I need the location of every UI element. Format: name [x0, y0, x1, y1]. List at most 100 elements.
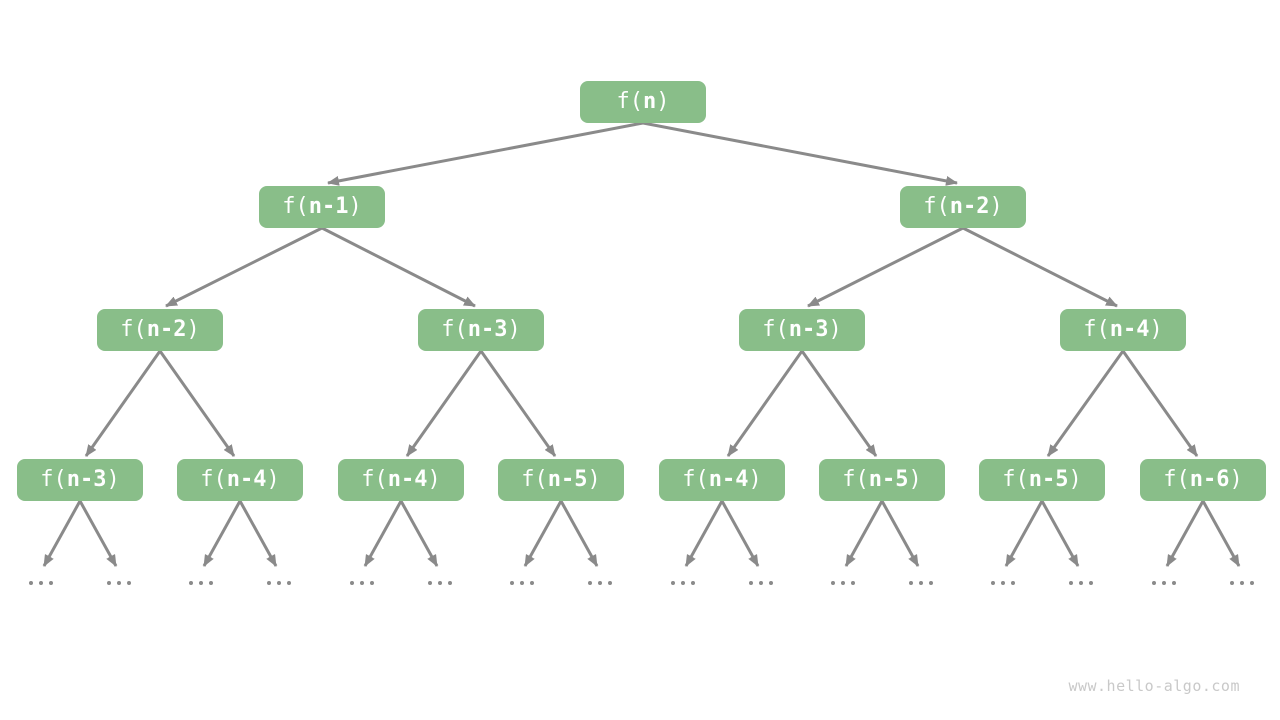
- tree-node: f(n-1): [259, 186, 385, 228]
- tree-node: f(n-2): [900, 186, 1026, 228]
- node-label-prefix: f(: [521, 467, 548, 492]
- ellipsis-node: [107, 581, 131, 585]
- edge-arrow: [1004, 500, 1044, 567]
- ellipsis-node: [1230, 581, 1254, 585]
- node-label-suffix: ): [507, 317, 521, 342]
- node-label-prefix: f(: [441, 317, 468, 342]
- ellipsis-dot: [831, 581, 835, 585]
- ellipsis-node: [1069, 581, 1093, 585]
- ellipsis-node: [991, 581, 1015, 585]
- node-label-suffix: ): [1068, 467, 1082, 492]
- ellipsis-dot: [277, 581, 281, 585]
- node-label-prefix: f(: [842, 467, 869, 492]
- ellipsis-node: [831, 581, 855, 585]
- ellipsis-dot: [510, 581, 514, 585]
- ellipsis-dot: [769, 581, 773, 585]
- node-label-arg: n-4: [226, 467, 267, 492]
- node-label-arg: n-4: [1109, 317, 1150, 342]
- node-label-arg: n: [643, 89, 657, 114]
- tree-node: f(n-3): [17, 459, 143, 501]
- node-label-prefix: f(: [616, 89, 644, 114]
- node-label-arg: n-2: [146, 317, 187, 342]
- ellipsis-dot: [49, 581, 53, 585]
- ellipsis-dot: [598, 581, 602, 585]
- edge-arrow: [1165, 500, 1205, 567]
- edge-arrow: [642, 121, 958, 186]
- edge-arrow: [559, 500, 599, 567]
- ellipsis-dot: [448, 581, 452, 585]
- ellipsis-node: [588, 581, 612, 585]
- ellipsis-dot: [1152, 581, 1156, 585]
- node-label-suffix: ): [427, 467, 441, 492]
- edge-arrow: [800, 350, 878, 457]
- edge-arrow: [962, 226, 1118, 308]
- ellipsis-node: [671, 581, 695, 585]
- watermark: www.hello-algo.com: [1068, 677, 1240, 695]
- ellipsis-dot: [1230, 581, 1234, 585]
- node-label-arg: n-5: [547, 467, 588, 492]
- ellipsis-dot: [588, 581, 592, 585]
- edge-arrow: [158, 350, 236, 457]
- ellipsis-dot: [1011, 581, 1015, 585]
- ellipsis-node: [428, 581, 452, 585]
- ellipsis-dot: [370, 581, 374, 585]
- edge-arrow: [363, 500, 403, 567]
- edge-arrow: [880, 500, 920, 567]
- ellipsis-dot: [189, 581, 193, 585]
- edge-arrow: [1040, 500, 1080, 567]
- node-label-prefix: f(: [361, 467, 388, 492]
- ellipsis-node: [1152, 581, 1176, 585]
- ellipsis-dot: [1069, 581, 1073, 585]
- node-label-suffix: ): [587, 467, 601, 492]
- ellipsis-dot: [851, 581, 855, 585]
- tree-node: f(n-5): [979, 459, 1105, 501]
- ellipsis-dot: [117, 581, 121, 585]
- node-label-arg: n-5: [868, 467, 909, 492]
- ellipsis-dot: [749, 581, 753, 585]
- ellipsis-dot: [1162, 581, 1166, 585]
- ellipsis-dot: [428, 581, 432, 585]
- tree-node: f(n-6): [1140, 459, 1266, 501]
- ellipsis-dot: [1089, 581, 1093, 585]
- node-label-arg: n-3: [66, 467, 107, 492]
- ellipsis-dot: [199, 581, 203, 585]
- tree-node: f(n-5): [498, 459, 624, 501]
- ellipsis-node: [350, 581, 374, 585]
- ellipsis-node: [909, 581, 933, 585]
- ellipsis-dot: [1250, 581, 1254, 585]
- tree-node: f(n-2): [97, 309, 223, 351]
- edge-arrow: [479, 350, 557, 457]
- ellipsis-node: [29, 581, 53, 585]
- ellipsis-dot: [267, 581, 271, 585]
- edge-arrow: [844, 500, 884, 567]
- node-label-arg: n-6: [1189, 467, 1230, 492]
- edge-arrow: [42, 500, 82, 567]
- edge-arrow: [78, 500, 118, 567]
- edge-arrow: [238, 500, 278, 567]
- edge-arrow: [523, 500, 563, 567]
- node-label-arg: n-4: [708, 467, 749, 492]
- node-label-prefix: f(: [282, 194, 309, 219]
- ellipsis-dot: [360, 581, 364, 585]
- node-label-suffix: ): [1229, 467, 1243, 492]
- edge-arrow: [1121, 350, 1199, 457]
- tree-node: f(n-5): [819, 459, 945, 501]
- ellipsis-dot: [759, 581, 763, 585]
- edge-arrow: [321, 226, 476, 308]
- ellipsis-dot: [520, 581, 524, 585]
- ellipsis-node: [510, 581, 534, 585]
- ellipsis-dot: [1001, 581, 1005, 585]
- node-label-suffix: ): [908, 467, 922, 492]
- ellipsis-dot: [691, 581, 695, 585]
- node-label-arg: n-4: [387, 467, 428, 492]
- ellipsis-node: [749, 581, 773, 585]
- node-label-prefix: f(: [1083, 317, 1110, 342]
- node-label-prefix: f(: [682, 467, 709, 492]
- edge-arrow: [327, 121, 644, 186]
- node-label-arg: n-5: [1028, 467, 1069, 492]
- ellipsis-dot: [841, 581, 845, 585]
- node-label-prefix: f(: [40, 467, 67, 492]
- tree-node: f(n-4): [177, 459, 303, 501]
- node-label-suffix: ): [656, 89, 670, 114]
